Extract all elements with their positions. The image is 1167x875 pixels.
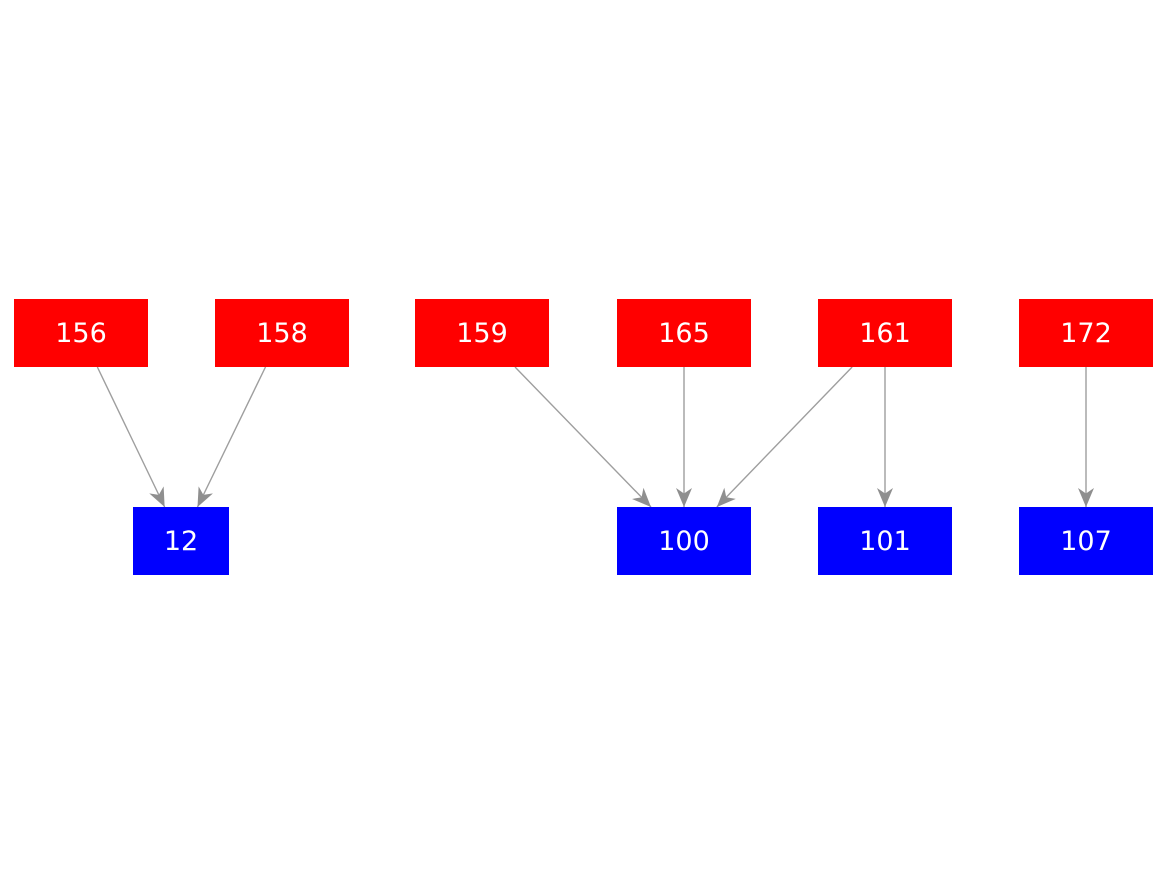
- node-172: 172: [1019, 299, 1153, 367]
- node-label: 107: [1060, 525, 1112, 557]
- edge-group: [96, 366, 1094, 508]
- node-label: 156: [55, 317, 107, 349]
- edge-158-to-12: [196, 366, 267, 508]
- node-label: 100: [658, 525, 710, 557]
- node-label: 159: [456, 317, 508, 349]
- node-12: 12: [133, 507, 229, 575]
- node-100: 100: [617, 507, 751, 575]
- node-101: 101: [818, 507, 952, 575]
- edge-161-to-100: [716, 366, 853, 508]
- node-158: 158: [215, 299, 349, 367]
- edge-156-to-12: [96, 366, 166, 508]
- edge-159-to-100: [514, 366, 652, 508]
- node-label: 172: [1060, 317, 1112, 349]
- node-107: 107: [1019, 507, 1153, 575]
- node-label: 158: [256, 317, 308, 349]
- node-165: 165: [617, 299, 751, 367]
- node-label: 12: [163, 525, 199, 557]
- node-label: 165: [658, 317, 710, 349]
- node-161: 161: [818, 299, 952, 367]
- node-159: 159: [415, 299, 549, 367]
- node-156: 156: [14, 299, 148, 367]
- node-label: 101: [859, 525, 911, 557]
- node-label: 161: [859, 317, 911, 349]
